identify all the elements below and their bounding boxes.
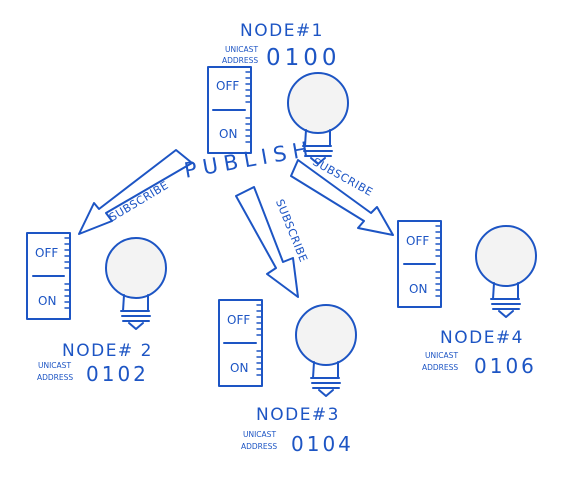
node-3-unicast-label: UNICAST	[243, 430, 276, 439]
subscribe-label-node-3: SUBSCRIBE	[273, 197, 310, 264]
node-4-title: NODE#4	[440, 328, 524, 348]
subscribe-arrow-node-3: SUBSCRIBE	[235, 186, 310, 298]
node-2-switch-on: ON	[38, 294, 56, 308]
node-3-bulb-icon	[295, 304, 357, 397]
node-2-unicast-label: UNICAST	[38, 361, 71, 370]
node-3-address-label: ADDRESS	[241, 442, 277, 451]
node-4-address: 0106	[474, 354, 537, 378]
node-1: NODE#1 UNICAST ADDRESS 0100 OFF ON	[207, 21, 349, 165]
node-1-switch-ticks	[245, 71, 251, 143]
node-4-switch-on: ON	[409, 282, 427, 296]
node-2-switch: OFF ON	[26, 232, 71, 320]
node-2-switch-off: OFF	[35, 246, 58, 260]
publish-label: PUBLISH	[182, 136, 316, 182]
node-4-bulb-icon	[475, 225, 537, 318]
node-1-switch: OFF ON	[207, 66, 252, 154]
node-1-address: 0100	[266, 45, 341, 71]
node-3-address: 0104	[291, 432, 354, 456]
node-3-switch-on: ON	[230, 361, 248, 375]
node-4: OFF ON NODE#4 UNICAST ADDRESS 0106	[397, 220, 537, 378]
node-2-switch-body	[26, 232, 71, 320]
subscribe-label-node-2: SUBSCRIBE	[107, 179, 171, 225]
node-4-switch-body	[397, 220, 442, 308]
node-4-address-label: ADDRESS	[422, 363, 458, 372]
node-4-unicast-label: UNICAST	[425, 351, 458, 360]
subscribe-arrow-node-4: SUBSCRIBE	[290, 155, 394, 236]
node-1-bulb-icon	[287, 72, 349, 165]
node-3-switch-off: OFF	[227, 313, 250, 327]
node-2-address-label: ADDRESS	[37, 373, 73, 382]
node-4-switch: OFF ON	[397, 220, 442, 308]
node-1-switch-body	[207, 66, 252, 154]
node-3-switch: OFF ON	[218, 299, 263, 387]
node-1-switch-on: ON	[219, 127, 237, 141]
node-1-switch-off: OFF	[216, 79, 239, 93]
node-3-switch-body	[218, 299, 263, 387]
node-4-switch-off: OFF	[406, 234, 429, 248]
node-2: OFF ON NODE# 2 UNICAST ADDRESS 0102	[26, 232, 167, 386]
node-2-bulb-icon	[105, 237, 167, 330]
node-3-title: NODE#3	[256, 405, 340, 425]
node-1-address-label: ADDRESS	[222, 56, 258, 65]
node-3: OFF ON NODE#3 UNICAST ADDRESS 0104	[218, 299, 357, 456]
subscribe-arrow-node-2: SUBSCRIBE	[78, 149, 193, 235]
node-2-title: NODE# 2	[62, 341, 153, 361]
node-2-address: 0102	[86, 362, 149, 386]
node-1-unicast-label: UNICAST	[225, 45, 258, 54]
node-1-title: NODE#1	[240, 21, 324, 41]
